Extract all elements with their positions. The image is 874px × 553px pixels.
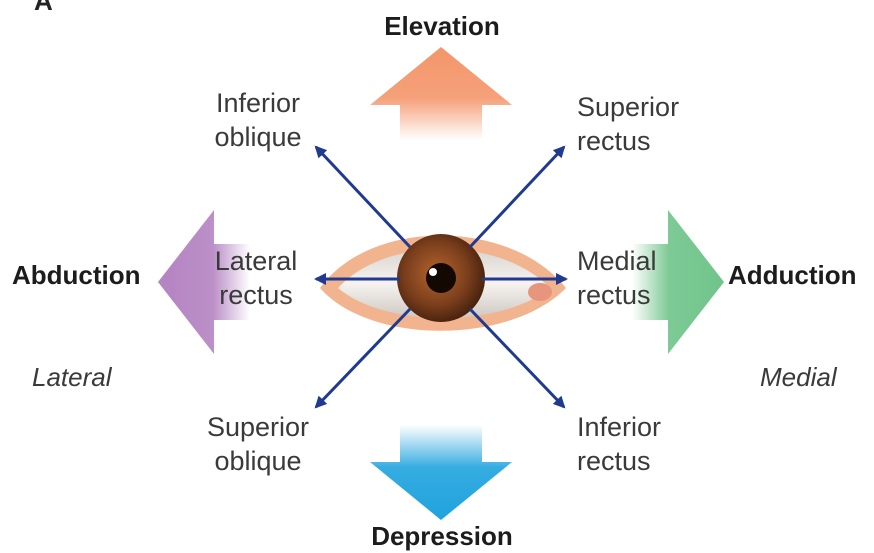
abduction-label: Abduction bbox=[12, 260, 141, 290]
inferior-rectus-arrow bbox=[468, 307, 566, 409]
lateral-side-label: Lateral bbox=[32, 362, 112, 392]
elevation-label: Elevation bbox=[384, 11, 500, 41]
inferior-oblique-arrow bbox=[314, 145, 412, 249]
adduction-arrow bbox=[632, 210, 724, 354]
eye bbox=[320, 234, 566, 331]
elevation-arrow bbox=[370, 47, 512, 140]
medial-side-label: Medial bbox=[760, 362, 837, 392]
caruncle bbox=[528, 283, 552, 301]
abduction-arrow bbox=[158, 210, 250, 354]
panel-letter: A bbox=[34, 0, 53, 16]
adduction-label: Adduction bbox=[728, 260, 857, 290]
pupil bbox=[426, 263, 456, 293]
superior-rectus-arrow bbox=[468, 145, 566, 249]
superior-oblique-arrow bbox=[314, 307, 412, 409]
depression-arrow bbox=[370, 425, 512, 520]
depression-label: Depression bbox=[371, 521, 513, 551]
highlight bbox=[429, 268, 437, 276]
